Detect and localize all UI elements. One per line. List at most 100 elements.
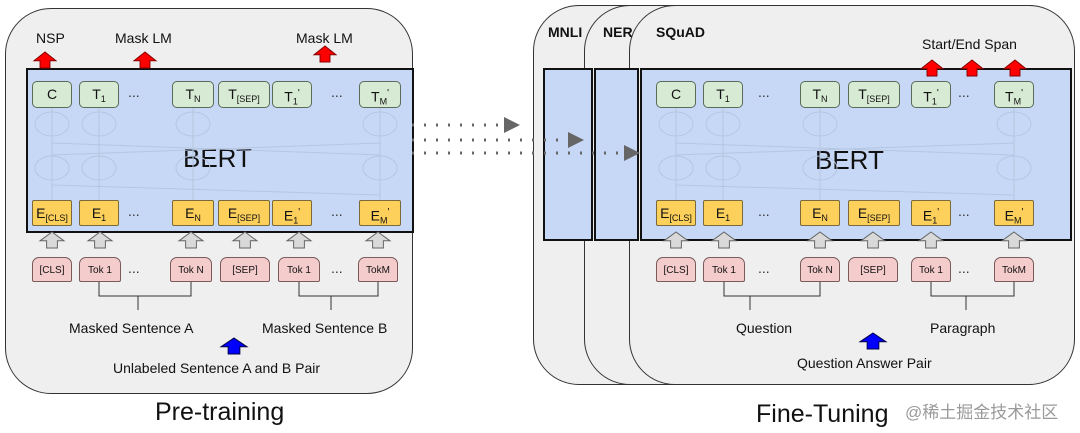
embedding-box: E[SEP]	[218, 200, 270, 226]
subscript: M	[379, 96, 388, 107]
pretraining-input-label: Unlabeled Sentence A and B Pair	[113, 360, 321, 376]
question-label: Question	[736, 320, 793, 336]
embed-arrow-icon	[710, 231, 738, 249]
ellipsis: ...	[958, 260, 970, 276]
embed-arrow-icon	[231, 231, 259, 249]
segment-bracket	[98, 282, 192, 297]
finetuning-title: Fine-Tuning	[756, 400, 889, 428]
ellipsis: ...	[128, 203, 140, 219]
output-token-box: TM'	[994, 81, 1034, 108]
output-token-box: TM'	[359, 81, 401, 108]
embed-arrow-icon	[662, 231, 690, 249]
ellipsis: ...	[331, 260, 343, 276]
ellipsis: ...	[958, 84, 970, 100]
output-token-box: T1	[703, 81, 743, 108]
subscript: N	[821, 213, 828, 223]
embedding-box: EM'	[359, 200, 401, 226]
input-token-box: Tok 1	[703, 257, 745, 282]
segment-bracket	[298, 282, 379, 297]
embedding-box: EN	[800, 200, 840, 226]
ellipsis: ...	[758, 260, 770, 276]
subscript: [CLS]	[45, 213, 68, 223]
subscript: 1	[100, 94, 106, 104]
embed-arrow-icon	[806, 231, 834, 249]
embedding-box: E1'	[272, 200, 312, 226]
subscript: 1	[932, 215, 938, 226]
ellipsis: ...	[758, 84, 770, 100]
prime-mark: '	[298, 207, 301, 218]
embedding-box: EM'	[994, 200, 1034, 226]
subscript: 1	[101, 213, 107, 223]
masked-sentence-a-label: Masked Sentence A	[69, 320, 194, 336]
output-token-box: C	[656, 81, 696, 108]
node-link	[51, 142, 381, 156]
output-token-box: C	[32, 81, 72, 108]
input-token-box: [CLS]	[656, 257, 696, 282]
prime-mark: '	[297, 88, 300, 99]
node-link	[675, 184, 1015, 196]
output-token-box: T1	[79, 81, 119, 108]
input-arrow-icon	[858, 332, 888, 350]
subscript: 1	[931, 96, 937, 107]
subscript: M	[379, 215, 388, 226]
node-link	[675, 142, 1015, 156]
input-token-box: Tok 1	[278, 257, 320, 282]
transfer-arrowhead-icon	[568, 132, 584, 148]
prime-mark: '	[1021, 88, 1023, 99]
subscript: N	[194, 94, 201, 104]
masked-sentence-b-label: Masked Sentence B	[262, 320, 388, 336]
subscript: M	[1013, 215, 1022, 226]
input-token-box: TokM	[358, 257, 398, 282]
watermark: @稀土掘金技术社区	[905, 403, 1059, 422]
transfer-arrowhead-icon	[624, 145, 640, 161]
node-link	[51, 184, 381, 196]
mask-lm-arrow-icon	[132, 51, 158, 69]
mask-lm-arrow-icon	[312, 45, 338, 63]
span-arrow-icon	[959, 59, 985, 77]
paragraph-label: Paragraph	[930, 320, 996, 336]
subscript: [SEP]	[866, 94, 890, 104]
ellipsis: ...	[331, 84, 343, 100]
output-token-box: T1'	[272, 81, 312, 108]
prime-mark: '	[387, 207, 390, 218]
subscript: [SEP]	[237, 213, 261, 223]
output-token-box: T1'	[911, 81, 951, 108]
embedding-box: E[SEP]	[848, 200, 900, 226]
prime-mark: '	[936, 88, 939, 99]
ellipsis: ...	[758, 203, 770, 219]
task-label-ner: NER	[603, 24, 633, 40]
task-label-mnli: MNLI	[548, 24, 583, 40]
embed-arrow-icon	[38, 231, 66, 249]
ellipsis: ...	[958, 203, 970, 219]
nsp-label: NSP	[36, 30, 65, 46]
mask-lm-label-1: Mask LM	[115, 30, 172, 46]
span-arrow-icon	[1002, 59, 1028, 77]
embedding-box: E1	[703, 200, 743, 226]
ellipsis: ...	[128, 84, 140, 100]
ellipsis: ...	[128, 260, 140, 276]
subscript: [SEP]	[867, 213, 891, 223]
embed-arrow-icon	[1000, 231, 1028, 249]
segment-bracket	[723, 282, 821, 297]
subscript: M	[1013, 96, 1022, 107]
subscript: 1	[293, 215, 299, 226]
input-token-box: [SEP]	[848, 257, 898, 282]
subscript: 1	[724, 94, 730, 104]
embed-arrow-icon	[917, 231, 945, 249]
output-token-box: T[SEP]	[848, 81, 900, 108]
subscript: N	[821, 94, 828, 104]
pretraining-title: Pre-training	[155, 398, 285, 426]
input-token-box: [SEP]	[220, 257, 270, 282]
embed-arrow-icon	[86, 231, 114, 249]
output-token-box: T[SEP]	[218, 81, 270, 108]
output-token-box: TN	[172, 81, 214, 108]
prime-mark: '	[937, 207, 940, 218]
task-label-squad: SQuAD	[656, 24, 705, 40]
input-token-box: Tok 1	[911, 257, 951, 282]
embedding-box: E[CLS]	[32, 200, 72, 226]
output-token-box: TN	[800, 81, 840, 108]
finetuning-input-label: Question Answer Pair	[797, 355, 932, 371]
start-end-span-label: Start/End Span	[922, 36, 1017, 52]
input-token-box: Tok N	[800, 257, 840, 282]
